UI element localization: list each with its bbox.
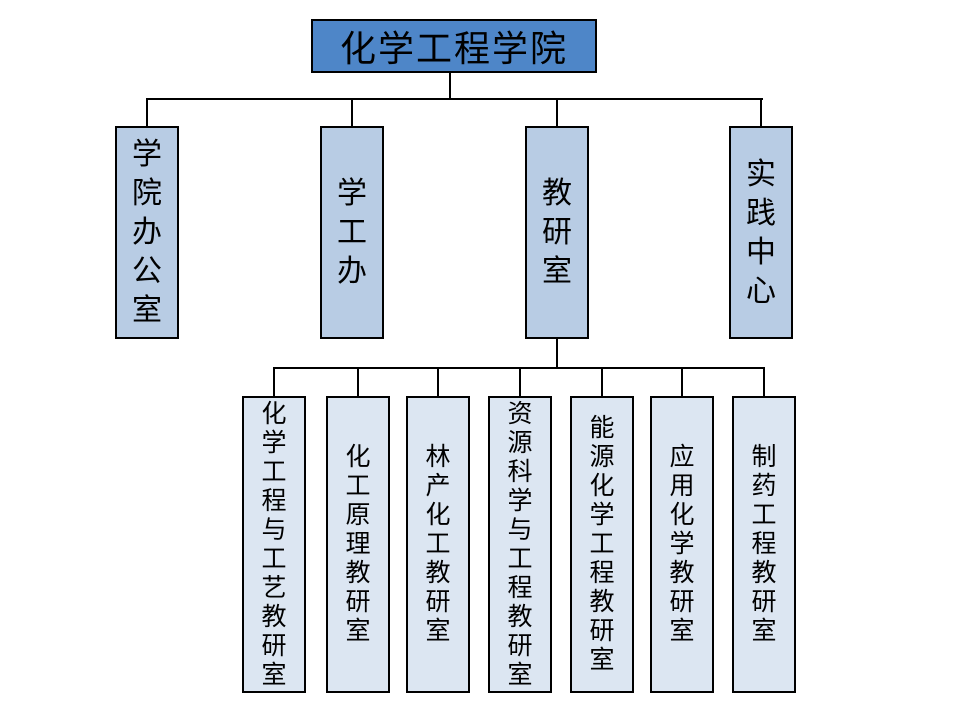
connector-root-stem — [449, 73, 451, 100]
connector-drop-l3-3 — [519, 368, 521, 397]
org-node-college-office: 学院办公室 — [115, 126, 179, 339]
connector-drop-l3-5 — [681, 368, 683, 397]
org-node-pharmaceutical-eng-tro: 制药工程教研室 — [732, 396, 796, 693]
org-node-teaching-research-offices: 教研室 — [525, 126, 589, 339]
org-node-chem-eng-principles-tro: 化工原理教研室 — [326, 396, 390, 693]
org-node-label: 化学工程学院 — [339, 29, 568, 69]
org-node-energy-chem-eng-tro: 能源化学工程教研室 — [570, 396, 634, 693]
org-node-college-root: 化学工程学院 — [311, 19, 597, 73]
connector-drop-l3-4 — [601, 368, 603, 397]
org-node-resource-science-eng-tro: 资源科学与工程教研室 — [488, 396, 552, 693]
connector-drop-practice — [760, 99, 762, 127]
org-node-applied-chemistry-tro: 应用化学教研室 — [650, 396, 714, 693]
connector-drop-l3-1 — [357, 368, 359, 397]
connector-drop-student — [351, 99, 353, 127]
org-node-practice-center: 实践中心 — [729, 126, 793, 339]
connector-level2-bus — [146, 98, 763, 100]
connector-drop-l3-6 — [763, 368, 765, 397]
connector-drop-dept — [556, 99, 558, 127]
connector-dept-stem — [556, 339, 558, 368]
org-node-forest-products-chem-tro: 林产化工教研室 — [406, 396, 470, 693]
org-node-student-affairs-office: 学工办 — [320, 126, 384, 339]
connector-drop-l3-2 — [437, 368, 439, 397]
connector-drop-office — [146, 99, 148, 127]
org-node-chem-eng-technology-tro: 化学工程与工艺教研室 — [242, 396, 306, 693]
connector-drop-l3-0 — [273, 368, 275, 397]
